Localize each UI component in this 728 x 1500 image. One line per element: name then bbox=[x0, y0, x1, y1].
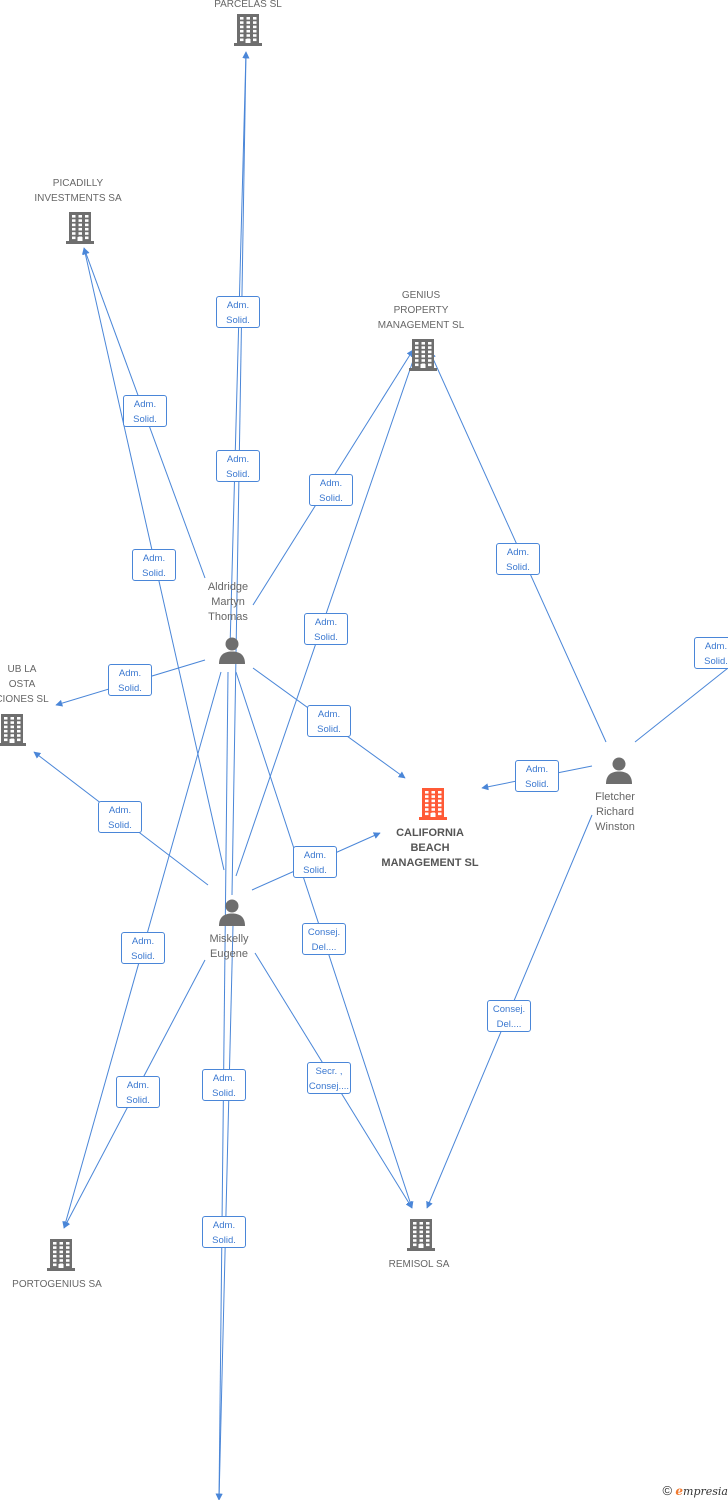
role-badge-line: Solid. bbox=[108, 820, 132, 831]
node-label-portogenius[interactable]: PORTOGENIUS SA bbox=[12, 1279, 102, 1290]
node-label-genius[interactable]: GENIUS PROPERTY MANAGEMENT SL bbox=[377, 290, 465, 331]
role-badge[interactable]: Consej. Del.... bbox=[487, 1000, 531, 1032]
role-badge-line: Solid. bbox=[319, 493, 343, 504]
role-badge[interactable]: Adm. Solid. bbox=[216, 296, 260, 328]
role-badge-line: Adm. bbox=[506, 547, 530, 558]
role-badge-line: Adm. bbox=[212, 1220, 236, 1231]
role-badge-line: Adm. bbox=[131, 936, 155, 947]
role-badge[interactable]: Adm. Solid. bbox=[307, 705, 351, 737]
watermark: © empresia bbox=[662, 1483, 728, 1498]
role-badge-line: Consej. bbox=[492, 1004, 526, 1015]
building-icon[interactable] bbox=[65, 211, 95, 250]
building-icon[interactable] bbox=[406, 1218, 436, 1257]
role-badge-line: Adm. bbox=[314, 617, 338, 628]
role-badge-line: Adm. bbox=[108, 805, 132, 816]
role-badge-line: Solid. bbox=[314, 632, 338, 643]
role-badge-line: Del.... bbox=[496, 1019, 522, 1030]
role-badge[interactable]: Adm. Solid. bbox=[515, 760, 559, 792]
role-badge-line: Adm. bbox=[133, 399, 157, 410]
person-icon[interactable] bbox=[217, 897, 247, 932]
role-badge[interactable]: Adm. Solid. bbox=[116, 1076, 160, 1108]
building-icon[interactable] bbox=[46, 1238, 76, 1277]
role-badge[interactable]: Adm. Solid. bbox=[132, 549, 176, 581]
person-icon[interactable] bbox=[217, 635, 247, 670]
brand-name: mpresia bbox=[683, 1485, 728, 1498]
role-badge-line: Solid. bbox=[142, 568, 166, 579]
node-label-picadilly[interactable]: PICADILLY INVESTMENTS SA bbox=[34, 178, 122, 204]
role-badge[interactable]: Adm. Solid. bbox=[123, 395, 167, 427]
role-badge-line: Solid. bbox=[506, 562, 530, 573]
role-badge[interactable]: Adm. Solid. bbox=[293, 846, 337, 878]
role-badge-line: Solid. bbox=[126, 1095, 150, 1106]
role-badge[interactable]: Consej. Del.... bbox=[302, 923, 346, 955]
node-label-aldridge[interactable]: Aldridge Martyn Thomas bbox=[207, 581, 249, 623]
role-badge-line: Solid. bbox=[133, 414, 157, 425]
node-label-remisol[interactable]: REMISOL SA bbox=[388, 1259, 450, 1270]
role-badge-line: Adm. bbox=[226, 300, 250, 311]
role-badge-line: Adm. bbox=[142, 553, 166, 564]
node-label-miskelly[interactable]: Miskelly Eugene bbox=[209, 933, 249, 960]
role-badge-line: Solid. bbox=[226, 315, 250, 326]
role-badge-line: Adm. bbox=[226, 454, 250, 465]
person-icon[interactable] bbox=[604, 755, 634, 790]
role-badge-line: Solid. bbox=[212, 1088, 236, 1099]
role-badge-line: Solid. bbox=[131, 951, 155, 962]
role-badge[interactable]: Adm. Solid. bbox=[496, 543, 540, 575]
role-badge-line: Solid. bbox=[303, 865, 327, 876]
role-badge-line: Secr. , bbox=[315, 1066, 343, 1077]
edge-fletcher-to-offscreen_right bbox=[634, 667, 728, 743]
role-badge[interactable]: Adm. Solid. bbox=[98, 801, 142, 833]
role-badge-line: Consej. bbox=[307, 927, 341, 938]
role-badge-line: Adm. bbox=[704, 641, 728, 652]
role-badge-line: Solid. bbox=[317, 724, 341, 735]
role-badge[interactable]: Adm. Solid. bbox=[309, 474, 353, 506]
role-badge-line: Adm. bbox=[212, 1073, 236, 1084]
building-icon[interactable] bbox=[0, 713, 27, 752]
role-badge[interactable]: Adm. Solid. bbox=[108, 664, 152, 696]
node-label-california[interactable]: CALIFORNIA BEACH MANAGEMENT SL bbox=[381, 827, 479, 869]
edge-miskelly-to-offscreen_bottom bbox=[215, 924, 234, 1500]
brand-initial: e bbox=[675, 1484, 684, 1498]
role-badge-line: Solid. bbox=[525, 779, 549, 790]
node-label-pueblo[interactable]: UB LA OSTA CIONES SL bbox=[0, 664, 49, 705]
role-badge[interactable]: Adm. Solid. bbox=[304, 613, 348, 645]
role-badge-line: Solid. bbox=[226, 469, 250, 480]
building-icon[interactable] bbox=[408, 338, 438, 377]
role-badge-line: Adm. bbox=[126, 1080, 150, 1091]
building-icon[interactable] bbox=[233, 13, 263, 52]
role-badge-line: Solid. bbox=[118, 683, 142, 694]
role-badge-line: Del.... bbox=[311, 942, 337, 953]
node-label-parcelas[interactable]: PARCELAS SL bbox=[214, 0, 282, 10]
node-label-fletcher[interactable]: Fletcher Richard Winston bbox=[595, 791, 635, 833]
role-badge-line: Adm. bbox=[525, 764, 549, 775]
role-badge-line: Adm. bbox=[118, 668, 142, 679]
building-icon[interactable] bbox=[418, 787, 448, 826]
role-badge-line: Consej.... bbox=[308, 1081, 350, 1092]
role-badge[interactable]: Adm. Solid. bbox=[216, 450, 260, 482]
role-badge[interactable]: Adm. Solid. bbox=[121, 932, 165, 964]
role-badge-line: Adm. bbox=[303, 850, 327, 861]
role-badge-line: Solid. bbox=[704, 656, 728, 667]
role-badge-line: Solid. bbox=[212, 1235, 236, 1246]
role-badge[interactable]: Adm. Solid. bbox=[694, 637, 728, 669]
role-badge-line: Adm. bbox=[319, 478, 343, 489]
role-badge[interactable]: Secr. , Consej.... bbox=[307, 1062, 351, 1094]
edge-aldridge-to-parcelas bbox=[229, 51, 250, 649]
role-badge[interactable]: Adm. Solid. bbox=[202, 1069, 246, 1101]
copyright-symbol: © bbox=[662, 1483, 673, 1498]
role-badge-line: Adm. bbox=[317, 709, 341, 720]
role-badge[interactable]: Adm. Solid. bbox=[202, 1216, 246, 1248]
